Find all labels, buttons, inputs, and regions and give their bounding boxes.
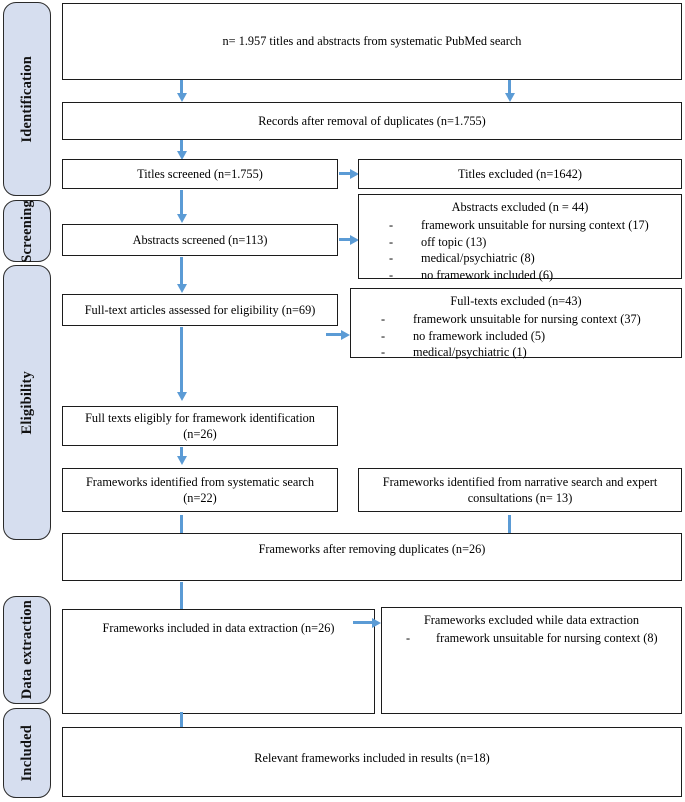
arrow-data-extraction-to-excluded (353, 621, 373, 625)
box-frameworks-systematic: Frameworks identified from systematic se… (62, 468, 338, 512)
box-after-duplicates: Records after removal of duplicates (n=1… (62, 102, 682, 140)
fulltext-excluded-reason-list: - framework unsuitable for nursing contex… (361, 311, 675, 361)
reason-text: medical/psychiatric (1) (413, 345, 527, 360)
box-fulltext-assessed: Full-text articles assessed for eligibil… (62, 294, 338, 326)
list-item: - off topic (13) (369, 234, 675, 251)
box-abstracts-excluded-inner: Abstracts excluded (n = 44) - framework u… (359, 195, 681, 299)
stage-eligibility-label: Eligibility (18, 370, 35, 435)
dash-bullet-icon: - (381, 311, 386, 326)
list-item: - framework unsuitable for nursing contex… (369, 217, 675, 234)
box-data-extraction-excluded: Frameworks excluded while data extractio… (381, 607, 682, 714)
box-relevant-included: Relevant frameworks included in results … (62, 727, 682, 797)
arrow-systematic-to-dedup (180, 515, 184, 543)
box-data-extraction-included-text: Frameworks included in data extraction (… (102, 621, 335, 635)
arrow-titles-to-abstracts (180, 190, 184, 215)
list-item: - no framework included (6) (369, 267, 675, 284)
box-abstracts-excluded: Abstracts excluded (n = 44) - framework u… (358, 194, 682, 299)
box-fulltext-eligible-line1: Full texts eligibly for framework identi… (85, 410, 315, 425)
arrow-duplicates-to-titles (180, 140, 184, 152)
reason-text: no framework included (5) (413, 328, 546, 343)
box-fulltext-excluded-inner: Full-texts excluded (n=43) - framework un… (351, 289, 681, 361)
box-data-extraction-excluded-inner: Frameworks excluded while data extractio… (382, 608, 681, 647)
box-identification-records: n= 1.957 titles and abstracts from syste… (62, 3, 682, 80)
reason-text: framework unsuitable for nursing context… (421, 217, 649, 232)
arrow-titles-to-titles-excluded (339, 172, 351, 176)
reason-text: no framework included (6) (421, 268, 554, 283)
stage-included-label: Included (18, 724, 35, 782)
arrow-abstracts-to-abstracts-excluded (339, 238, 351, 242)
reason-text: framework unsuitable for nursing context… (413, 311, 641, 326)
arrow-fulltext-to-eligible (180, 327, 184, 393)
arrow-eligible-to-systematic (180, 447, 184, 457)
box-titles-screened: Titles screened (n=1.755) (62, 159, 338, 189)
box-frameworks-systematic-text: Frameworks identified from systematic se… (78, 474, 322, 506)
box-abstracts-screened-text: Abstracts screened (n=113) (132, 232, 268, 247)
dash-bullet-icon: - (389, 268, 394, 283)
box-frameworks-systematic-line2: (n=22) (183, 491, 217, 505)
dash-bullet-icon: - (381, 345, 386, 360)
box-data-extraction-excluded-title: Frameworks excluded while data extractio… (423, 613, 640, 627)
arrow-identification-to-duplicates-right (508, 80, 512, 94)
list-item: - medical/psychiatric (1) (361, 344, 675, 361)
box-titles-screened-text: Titles screened (n=1.755) (137, 166, 263, 181)
box-frameworks-systematic-line1: Frameworks identified from systematic se… (85, 474, 315, 489)
list-item: - framework unsuitable for nursing contex… (361, 311, 675, 328)
box-fulltext-eligible-line2: (n=26) (183, 427, 217, 441)
box-titles-excluded-text: Titles excluded (n=1642) (458, 166, 582, 181)
stage-identification-label: Identification (18, 55, 35, 143)
box-frameworks-narrative-line1: Frameworks identified from narrative sea… (382, 474, 658, 489)
box-abstracts-excluded-title: Abstracts excluded (n = 44) (451, 200, 589, 214)
box-fulltext-excluded: Full-texts excluded (n=43) - framework un… (350, 288, 682, 361)
stage-screening-label: Screening (18, 199, 35, 263)
dash-bullet-icon: - (389, 251, 394, 266)
arrow-dedup-to-data-extraction (180, 582, 184, 612)
box-frameworks-dedup-text: Frameworks after removing duplicates (n=… (258, 542, 486, 556)
stage-data-extraction: Data extraction (3, 596, 51, 704)
reason-text: framework unsuitable for nursing context… (436, 630, 658, 645)
stage-eligibility: Eligibility (3, 265, 51, 540)
box-identification-records-text: n= 1.957 titles and abstracts from syste… (222, 34, 522, 49)
arrow-fulltext-to-fulltext-excluded (326, 333, 342, 337)
arrow-identification-to-duplicates-left (180, 80, 184, 94)
box-relevant-included-text: Relevant frameworks included in results … (254, 751, 490, 765)
stage-included: Included (3, 708, 51, 798)
box-fulltext-eligible: Full texts eligibly for framework identi… (62, 406, 338, 446)
list-item: - framework unsuitable for nursing contex… (392, 630, 675, 647)
dash-bullet-icon: - (389, 234, 394, 249)
box-data-extraction-included: Frameworks included in data extraction (… (62, 609, 375, 714)
stage-identification: Identification (3, 2, 51, 196)
list-item: - no framework included (5) (361, 328, 675, 345)
box-frameworks-dedup: Frameworks after removing duplicates (n=… (62, 533, 682, 581)
box-frameworks-narrative: Frameworks identified from narrative sea… (358, 468, 682, 512)
list-item: - medical/psychiatric (8) (369, 250, 675, 267)
abstracts-excluded-reason-list: - framework unsuitable for nursing contex… (369, 217, 675, 299)
reason-text: medical/psychiatric (8) (421, 251, 535, 266)
box-fulltext-assessed-text: Full-text articles assessed for eligibil… (84, 302, 316, 317)
box-frameworks-narrative-text: Frameworks identified from narrative sea… (375, 474, 666, 506)
arrow-abstracts-to-fulltext (180, 257, 184, 285)
box-abstracts-screened: Abstracts screened (n=113) (62, 224, 338, 256)
box-fulltext-eligible-text: Full texts eligibly for framework identi… (77, 410, 323, 442)
stage-data-extraction-label: Data extraction (18, 600, 35, 700)
box-after-duplicates-text: Records after removal of duplicates (n=1… (258, 113, 486, 128)
data-extraction-excluded-reason-list: - framework unsuitable for nursing contex… (392, 630, 675, 647)
box-fulltext-excluded-title: Full-texts excluded (n=43) (450, 294, 582, 308)
dash-bullet-icon: - (381, 328, 386, 343)
box-titles-excluded: Titles excluded (n=1642) (358, 159, 682, 189)
dash-bullet-icon: - (389, 217, 394, 232)
arrow-narrative-to-dedup (508, 515, 512, 543)
reason-text: off topic (13) (421, 234, 487, 249)
box-frameworks-narrative-line2: consultations (n= 13) (467, 491, 573, 505)
stage-screening: Screening (3, 200, 51, 262)
dash-bullet-icon: - (406, 630, 411, 645)
